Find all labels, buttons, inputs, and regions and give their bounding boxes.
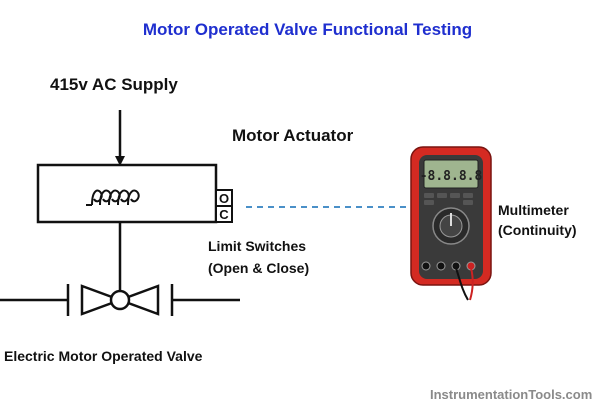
diagram-title: Motor Operated Valve Functional Testing [142, 20, 473, 39]
supply-label: 415v AC Supply [50, 75, 178, 94]
actuator-label: Motor Actuator [232, 126, 354, 145]
multimeter-sublabel: (Continuity) [498, 222, 577, 238]
actuator-box [36, 163, 218, 224]
multimeter-label: Multimeter [498, 202, 569, 218]
watermark: InstrumentationTools.com [430, 387, 593, 402]
valve-body-right [116, 284, 160, 316]
limit-switches-sublabel: (Open & Close) [208, 260, 310, 276]
motor-coil-icon [86, 189, 140, 206]
limit-switch-close-letter: C [219, 207, 229, 222]
limit-switch-close [215, 205, 233, 223]
valve-ball [109, 289, 131, 311]
multimeter-display: -8.8.8.8 [420, 169, 483, 184]
limit-switch-open-letter: O [219, 191, 229, 206]
multimeter-icon: -8.8.8.8 [410, 146, 492, 301]
valve-body-icon [80, 284, 124, 316]
limit-switches-label: Limit Switches [208, 238, 307, 254]
valve-label: Electric Motor Operated Valve [4, 348, 203, 364]
